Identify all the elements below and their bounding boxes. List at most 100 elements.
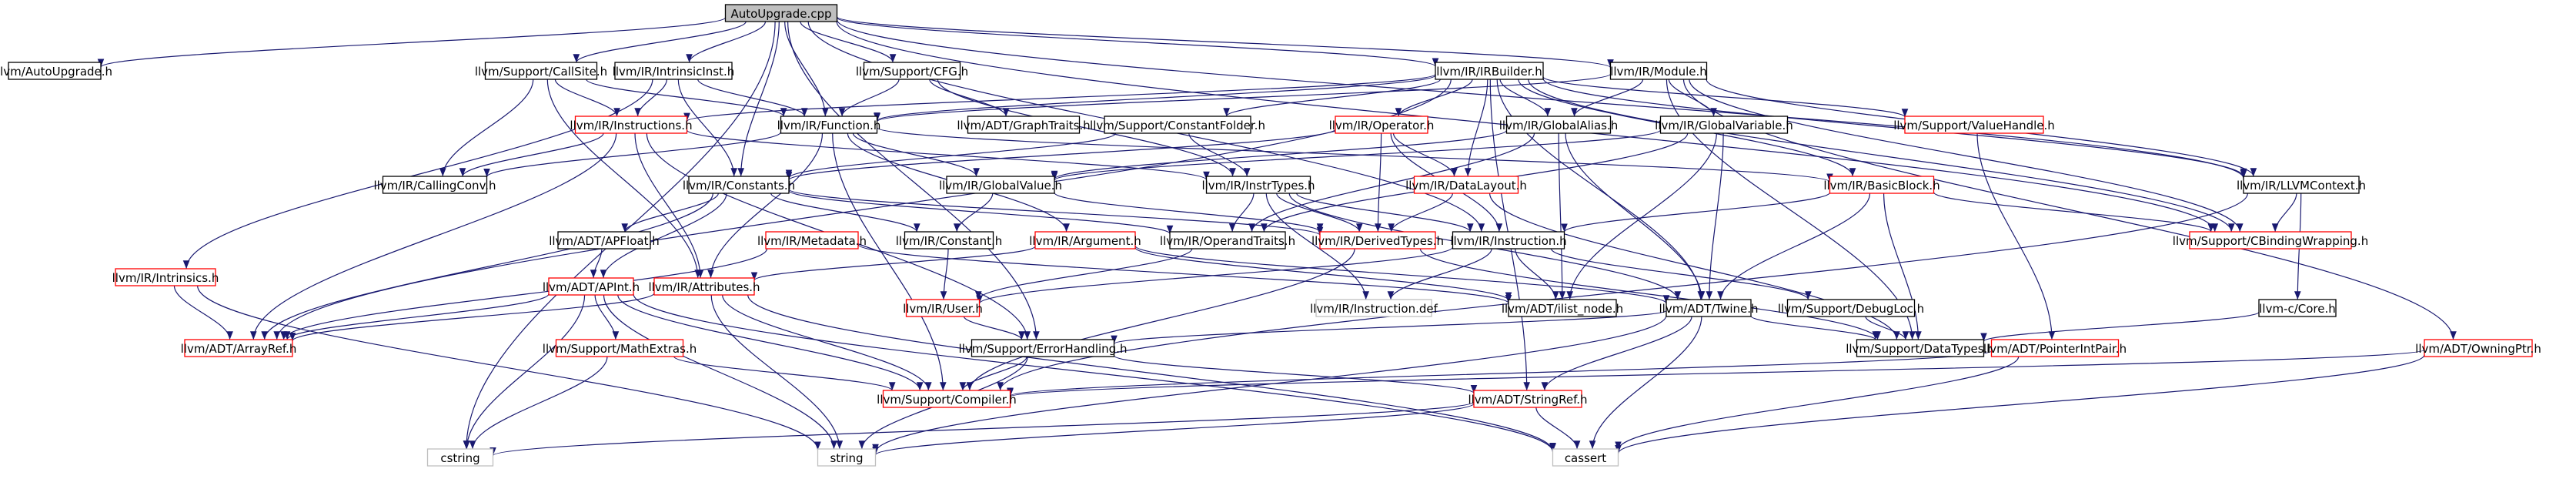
node-box-callsite [484, 62, 598, 80]
node-constant[interactable]: llvm/IR/Constant.h [896, 231, 1003, 250]
edge-intrinsics-to-string [197, 285, 821, 450]
node-box-constant [904, 231, 994, 250]
node-constants[interactable]: llvm/IR/Constants.h [683, 176, 795, 194]
edge-intrinsicinst-to-function [697, 79, 808, 117]
edge-twine-to-datatypes [1750, 315, 1879, 340]
node-ilistnode[interactable]: llvm/ADT/ilist_node.h [1502, 299, 1623, 317]
node-twine[interactable]: llvm/ADT/Twine.h [1659, 299, 1759, 317]
node-autoup[interactable]: llvm/AutoUpgrade.h [0, 62, 112, 80]
node-globalvalue[interactable]: llvm/IR/GlobalValue.h [939, 176, 1062, 194]
edge-ccore-to-datatypes [1980, 311, 2260, 342]
node-label-constant: llvm/IR/Constant.h [896, 234, 1003, 248]
node-argument[interactable]: llvm/IR/Argument.h [1029, 231, 1141, 250]
node-user[interactable]: llvm/IR/User.h [903, 299, 983, 317]
node-instruction[interactable]: llvm/IR/Instruction.h [1450, 231, 1567, 250]
edge-pointerintpair-to-compiler [1007, 350, 1993, 397]
edge-irbuilder-to-constantfolder [1223, 79, 1441, 117]
node-box-twine [1666, 299, 1752, 317]
node-operandtraits[interactable]: llvm/IR/OperandTraits.h [1160, 231, 1295, 250]
node-label-derivedtypes: llvm/IR/DerivedTypes.h [1311, 234, 1444, 248]
node-graphtraits[interactable]: llvm/ADT/GraphTraits.h [957, 116, 1091, 134]
node-valuehandle[interactable]: llvm/Support/ValueHandle.h [1893, 116, 2055, 134]
node-pointerintpair[interactable]: llvm/ADT/PointerIntPair.h [1983, 339, 2127, 357]
edge-function-to-compiler [832, 132, 947, 391]
node-box-autoup [8, 62, 102, 80]
node-apint[interactable]: llvm/ADT/APInt.h [543, 277, 640, 296]
edge-globalalias-to-ilistnode [1558, 132, 1566, 300]
edge-instruction-to-debugloc [1551, 248, 1812, 300]
node-cbinding[interactable]: llvm/Support/CBindingWrapping.h [2173, 231, 2368, 250]
node-operator[interactable]: llvm/IR/Operator.h [1329, 116, 1435, 134]
node-intrinsicinst[interactable]: llvm/IR/IntrinsicInst.h [613, 62, 735, 80]
edge-root-to-llvmcontext [836, 19, 2247, 179]
node-label-ccore: llvm-c/Core.h [2259, 302, 2336, 316]
edge-root-to-autoup [98, 17, 727, 68]
node-box-constantfolder [1104, 116, 1251, 134]
node-label-module: llvm/IR/Module.h [1610, 65, 1707, 79]
node-cfg[interactable]: llvm/Support/CFG.h [856, 62, 968, 80]
node-label-root: AutoUpgrade.cpp [730, 7, 831, 21]
edge-globalalias-to-operandtraits [1248, 132, 1535, 233]
node-metadata[interactable]: llvm/IR/Metadata.h [757, 231, 867, 250]
edge-apfloat-to-apint [590, 248, 603, 279]
edge-irbuilder-to-llvmcontext [1542, 78, 2247, 177]
node-label-operator: llvm/IR/Operator.h [1329, 119, 1435, 132]
node-arrayref[interactable]: llvm/ADT/ArrayRef.h [181, 339, 297, 357]
node-label-intrinsicinst: llvm/IR/IntrinsicInst.h [613, 65, 735, 79]
node-debugloc[interactable]: llvm/Support/DebugLoc.h [1778, 299, 1924, 317]
node-label-compiler: llvm/Support/Compiler.h [877, 393, 1017, 407]
node-box-globalalias [1505, 116, 1612, 134]
node-box-arrayref [184, 339, 293, 357]
node-module[interactable]: llvm/IR/Module.h [1609, 62, 1708, 80]
node-apfloat[interactable]: llvm/ADT/APFloat.h [549, 231, 660, 250]
edge-llvmcontext-to-compiler [997, 193, 2248, 391]
edge-argument-to-attributes [750, 246, 1036, 281]
node-compiler[interactable]: llvm/Support/Compiler.h [877, 390, 1017, 408]
edge-instrtypes-to-derivedtypes [1276, 193, 1363, 233]
edge-stringref-to-cassert [1535, 407, 1581, 450]
node-box-globalvariable [1659, 116, 1789, 134]
node-box-cstring [426, 448, 494, 467]
edge-attributes-to-arrayref [289, 293, 655, 342]
node-box-ccore [2258, 299, 2337, 317]
node-globalvariable[interactable]: llvm/IR/GlobalVariable.h [1655, 116, 1793, 134]
node-datatypes[interactable]: llvm/Support/DataTypes.h [1846, 339, 1995, 357]
node-irbuilder[interactable]: llvm/IR/IRBuilder.h [1435, 62, 1544, 80]
node-constantfolder[interactable]: llvm/Support/ConstantFolder.h [1090, 116, 1265, 134]
node-instructions[interactable]: llvm/IR/Instructions.h [570, 116, 693, 134]
node-errorhandling[interactable]: llvm/Support/ErrorHandling.h [959, 339, 1128, 357]
edge-operator-to-derivedtypes [1375, 132, 1382, 233]
edge-apint-to-cassert [633, 293, 1556, 452]
node-root[interactable]: AutoUpgrade.cpp [724, 4, 838, 22]
node-ccore[interactable]: llvm-c/Core.h [2258, 299, 2337, 317]
node-derivedtypes[interactable]: llvm/IR/DerivedTypes.h [1311, 231, 1444, 250]
node-callingconv[interactable]: llvm/IR/CallingConv.h [373, 176, 496, 194]
node-owningptr[interactable]: llvm/ADT/OwningPtr.h [2415, 339, 2541, 357]
edge-constants-to-apint [600, 193, 727, 279]
node-instrtypes[interactable]: llvm/IR/InstrTypes.h [1201, 176, 1315, 194]
node-mathextras[interactable]: llvm/Support/MathExtras.h [543, 339, 697, 357]
node-stringref[interactable]: llvm/ADT/StringRef.h [1468, 390, 1588, 408]
node-llvmcontext[interactable]: llvm/IR/LLVMContext.h [2237, 176, 2366, 194]
node-label-twine: llvm/ADT/Twine.h [1659, 302, 1758, 316]
edge-llvmcontext-to-cbinding [2271, 193, 2297, 233]
node-intrinsics[interactable]: llvm/IR/Intrinsics.h [112, 268, 219, 286]
node-function[interactable]: llvm/IR/Function.h [777, 116, 881, 134]
node-label-irbuilder: llvm/IR/IRBuilder.h [1436, 65, 1542, 79]
node-basicblock[interactable]: llvm/IR/BasicBlock.h [1823, 176, 1940, 194]
node-datalayout[interactable]: llvm/IR/DataLayout.h [1405, 176, 1527, 194]
node-globalalias[interactable]: llvm/IR/GlobalAlias.h [1499, 116, 1619, 134]
node-box-globalvalue [946, 176, 1055, 194]
edge-root-to-module [836, 16, 1614, 69]
edge-irbuilder-to-datalayout [1464, 79, 1488, 177]
edge-valuehandle-to-pointerintpair [1976, 132, 2056, 340]
node-box-apfloat [557, 231, 651, 250]
node-box-valuehandle [1904, 116, 2044, 134]
node-callsite[interactable]: llvm/Support/CallSite.h [475, 62, 607, 80]
node-box-cfg [863, 62, 961, 80]
node-label-datalayout: llvm/IR/DataLayout.h [1405, 179, 1527, 193]
node-attributes[interactable]: llvm/IR/Attributes.h [648, 277, 760, 296]
edge-operator-to-constants [786, 129, 1336, 181]
edge-intrinsicinst-to-instructions [634, 79, 667, 117]
edge-datalayout-to-datatypes [1489, 193, 1900, 340]
